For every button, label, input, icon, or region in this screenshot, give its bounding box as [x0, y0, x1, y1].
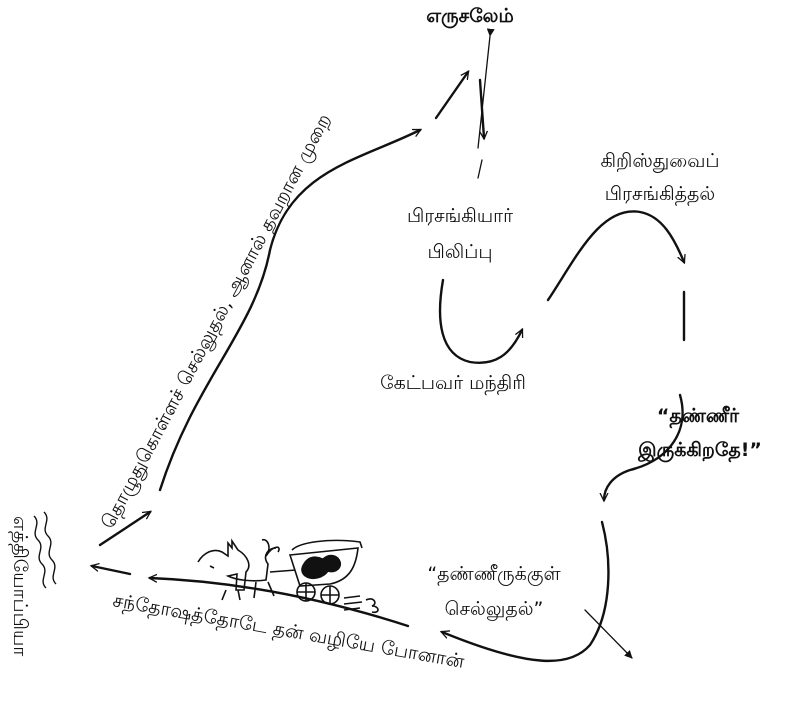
- ethiopia-label: எத்தியோப்பியா: [8, 516, 31, 656]
- preaching-label-line1: கிறிஸ்துவைப்: [600, 150, 719, 173]
- into-water-label-line1: “தண்ணீருக்குள்: [427, 563, 561, 586]
- return-trip-path: [92, 566, 410, 628]
- preaching-label-line2: பிரசங்கித்தல்: [605, 183, 715, 206]
- into-water-label-line2: செல்லுதல்”: [445, 598, 544, 621]
- jerusalem-link: [477, 28, 495, 179]
- worship-trip-final-arrow: [434, 72, 468, 120]
- ethiopia-border: [33, 511, 57, 589]
- pointer-line: [584, 609, 633, 659]
- chariot-illustration: [197, 538, 379, 614]
- preacher-label-line1: பிரசங்கியார்: [407, 205, 513, 227]
- water-label-line2: இருக்கிறதே!”: [637, 439, 762, 463]
- jerusalem-label: எருசலேம்: [426, 5, 514, 29]
- worship-trip-path: [98, 72, 468, 547]
- listener-label: கேட்பவர் மந்திரி: [380, 372, 526, 395]
- preacher-label-line2: பிலிப்பு: [428, 241, 493, 263]
- return-trip-label: சந்தோஷத்தோடே தன் வழியே போனான்: [111, 589, 467, 674]
- into-water-path: [442, 520, 633, 663]
- worship-trip-short-arrow: [98, 512, 150, 547]
- worship-trip-long-arrow: [158, 128, 420, 492]
- water-path: [604, 393, 684, 500]
- philip-path: [438, 210, 684, 364]
- worship-trip-label: தொழுதுகொள்ளச் செல்லுதல், ஆனால் தவறான முற…: [97, 110, 336, 533]
- water-label-line1: “தண்ணீர்: [657, 405, 740, 429]
